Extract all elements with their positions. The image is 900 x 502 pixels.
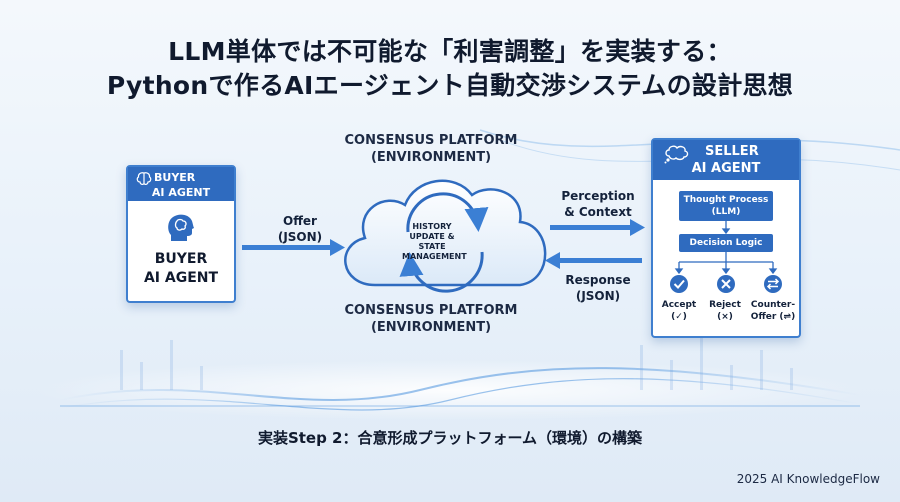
seller-header-line1: SELLER [705, 144, 759, 159]
buyer-body-label: BUYER AI AGENT [128, 250, 234, 288]
platform-label-bottom-line2: (ENVIRONMENT) [370, 320, 492, 335]
seller-header-line2: AI AGENT [691, 161, 761, 176]
cloud-center-line2: UPDATE & [409, 232, 455, 241]
cycle-arrow-bottom [399, 251, 484, 293]
seller-flow-lines [670, 221, 782, 293]
offer-arrow-head [330, 239, 345, 256]
cloud-center-line1: HISTORY [412, 222, 452, 231]
offer-label-line2: (JSON) [277, 230, 323, 244]
buyer-agent-card: BUYER AI AGENT BUYER AI AGENT [126, 165, 236, 303]
step-label: 実装Step 2：合意形成プラットフォーム（環境）の構築 [257, 429, 643, 447]
perception-label-line1: Perception [561, 189, 635, 203]
decision-logic-box: Decision Logic [679, 234, 773, 252]
perception-label: Perception & Context [553, 188, 643, 220]
head-brain-icon [168, 214, 194, 241]
buyer-body-line1: BUYER [154, 251, 208, 267]
platform-label-bottom: CONSENSUS PLATFORM (ENVIRONMENT) [301, 302, 561, 336]
buyer-card-header: BUYER AI AGENT [128, 167, 234, 201]
response-arrow-shaft [560, 258, 642, 263]
platform-label-top-line2: (ENVIRONMENT) [370, 150, 492, 165]
buyer-header-line1: BUYER [154, 171, 196, 184]
thought-process-box: Thought Process (LLM) [679, 191, 773, 221]
platform-label-top-line1: CONSENSUS PLATFORM [344, 133, 518, 148]
counter-line1: Counter- [750, 300, 796, 310]
reject-line2: (×) [717, 312, 733, 322]
buyer-header-line2: AI AGENT [151, 186, 211, 199]
thought-bubble-icon [664, 145, 689, 164]
title-line-1: LLM単体では不可能な「利害調整」を実装する： [168, 37, 732, 66]
offer-label-line1: Offer [283, 214, 317, 228]
brain-icon [136, 172, 152, 185]
response-label-line1: Response [565, 273, 631, 287]
thought-line2: (LLM) [711, 207, 741, 217]
counter-exchange-icon [764, 275, 782, 293]
reject-line1: Reject [709, 300, 741, 310]
response-label-line2: (JSON) [575, 289, 621, 303]
perception-label-line2: & Context [564, 205, 632, 219]
counter-offer-option-label: Counter- Offer (⇌) [749, 299, 797, 323]
thought-line1: Thought Process [683, 195, 769, 205]
seller-card-header: SELLER AI AGENT [653, 140, 799, 180]
accept-line2: (✓) [671, 312, 687, 322]
platform-label-bottom-line1: CONSENSUS PLATFORM [344, 303, 518, 318]
cloud-center-label: HISTORY UPDATE & STATE MANAGEMENT [402, 222, 467, 262]
cycle-arrow-top [406, 192, 489, 233]
seller-agent-card: SELLER AI AGENT Thought Process (LLM) De… [651, 138, 801, 338]
platform-label-top: CONSENSUS PLATFORM (ENVIRONMENT) [301, 132, 561, 166]
accept-check-icon [670, 275, 688, 293]
accept-option-label: Accept (✓) [657, 299, 701, 323]
accept-line1: Accept [661, 300, 697, 310]
offer-arrow-shaft [242, 245, 330, 250]
cloud-center-line4: MANAGEMENT [402, 252, 467, 261]
counter-line2: Offer (⇌) [750, 312, 796, 322]
perception-arrow-head [630, 219, 645, 236]
reject-option-label: Reject (×) [703, 299, 747, 323]
offer-label: Offer (JSON) [255, 213, 345, 245]
response-arrow-head [545, 252, 560, 269]
title-line-2: Pythonで作るAIエージェント自動交渉システムの設計思想 [106, 71, 794, 100]
perception-arrow-shaft [550, 225, 630, 230]
footer-credit: 2025 AI KnowledgeFlow [736, 472, 880, 486]
response-label: Response (JSON) [553, 272, 643, 304]
buyer-body-line2: AI AGENT [143, 270, 219, 286]
cloud-shape [344, 179, 547, 287]
cloud-center-line3: STATE [418, 242, 446, 251]
